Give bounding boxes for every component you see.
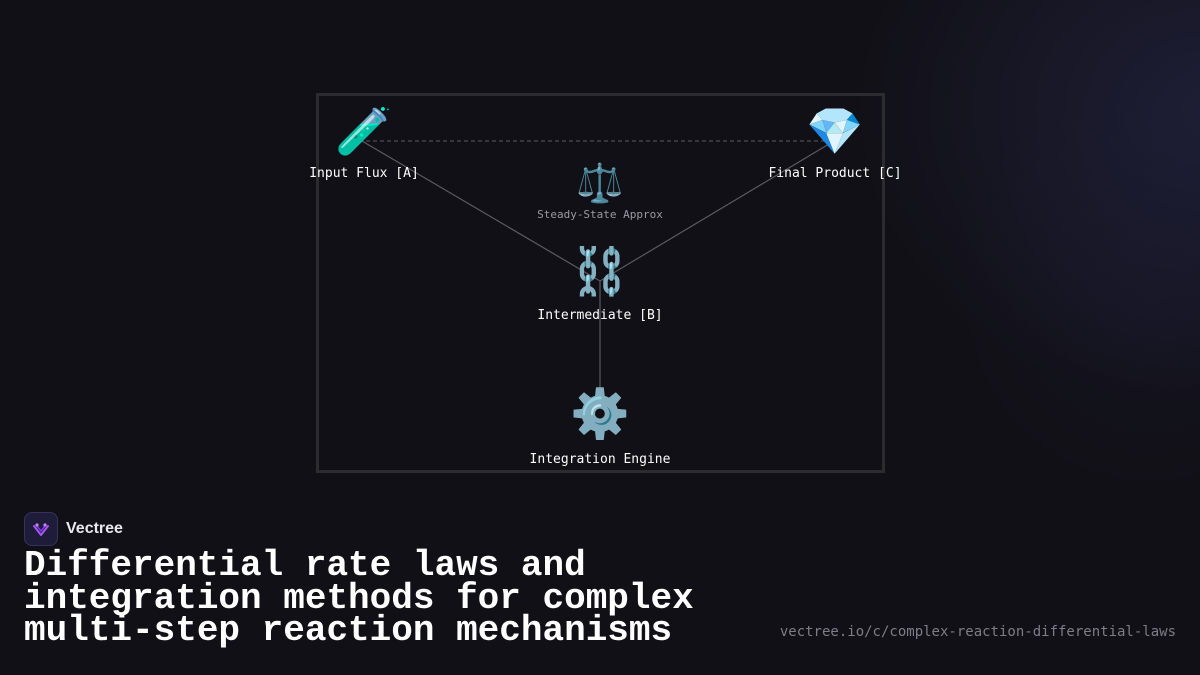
diagram-frame	[316, 93, 885, 473]
page-url[interactable]: vectree.io/c/complex-reaction-differenti…	[779, 624, 1176, 640]
node-steady-state: ⚖️ Steady-State Approx	[537, 164, 663, 221]
balance-scale-icon: ⚖️	[576, 161, 624, 205]
node-final-product: 💎 Final Product [C]	[768, 108, 901, 181]
node-input-flux: 🧪 Input Flux [A]	[309, 108, 419, 181]
node-integration-engine: ⚙️ Integration Engine	[530, 390, 671, 467]
node-label: Intermediate [B]	[537, 308, 663, 323]
brand: Vectree	[24, 512, 123, 546]
gem-icon: 💎	[806, 104, 864, 158]
node-label: Final Product [C]	[768, 166, 902, 181]
node-label: Integration Engine	[529, 452, 671, 467]
page-title: Differential rate laws and integration m…	[24, 545, 694, 651]
gear-icon: ⚙️	[570, 386, 630, 442]
vectree-logo-icon	[24, 512, 58, 546]
edge-a-b	[361, 140, 601, 282]
node-label: Steady-State Approx	[537, 208, 663, 221]
edge-c-b	[599, 140, 835, 282]
node-label: Input Flux [A]	[309, 166, 419, 181]
chain-link-icon: ⛓️	[571, 244, 629, 298]
node-intermediate: ⛓️ Intermediate [B]	[537, 248, 662, 323]
brand-name: Vectree	[66, 520, 123, 537]
test-tube-icon: 🧪	[335, 104, 393, 158]
